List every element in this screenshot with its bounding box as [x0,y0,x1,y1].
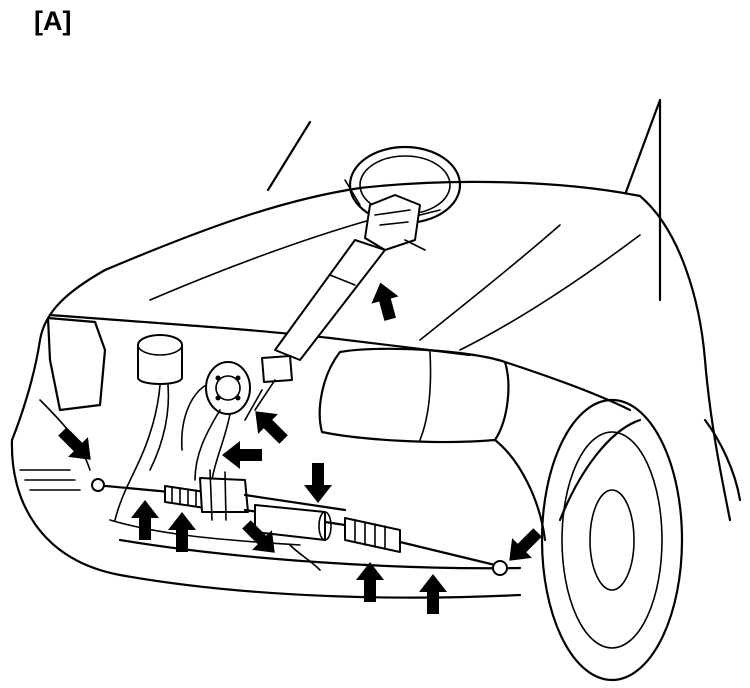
fluid-reservoir [114,334,183,521]
arrow-right-boot [356,562,384,602]
arrow-right-tie-rod-end [509,528,542,561]
steering-rack [91,469,508,576]
arrow-left-rack-1 [131,500,159,540]
arrow-cylinder-low [242,520,275,553]
car-body [10,98,742,682]
pointer-arrows [58,282,542,614]
arrow-pump [255,411,288,444]
arrow-right-tie-rod [419,574,447,614]
steering-column [244,239,386,421]
arrow-column [371,282,399,321]
arrow-left-tie-rod [58,427,91,460]
arrow-left-rack-2 [168,512,196,552]
power-steering-pump [180,361,251,481]
figure-label: [A] [34,6,72,36]
arrow-hose [222,441,262,469]
arrow-cylinder-top [304,463,332,503]
steering-wheel [344,145,462,251]
